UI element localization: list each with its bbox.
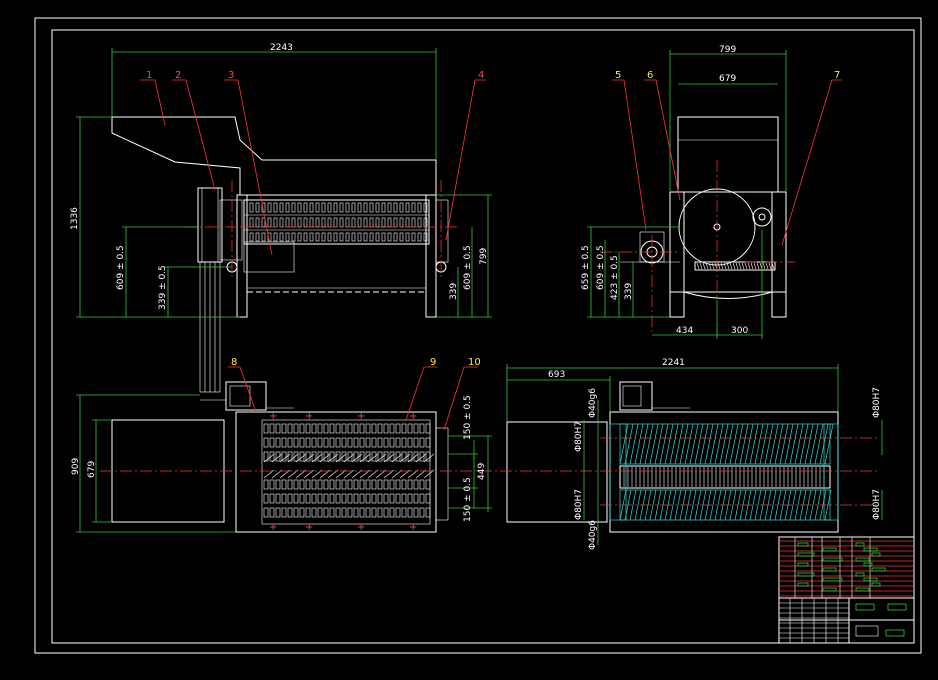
dim-side-659: 659 ± 0.5 bbox=[581, 245, 591, 290]
label-7: 7 bbox=[834, 70, 840, 81]
label-2: 2 bbox=[175, 70, 181, 81]
svg-text:+: + bbox=[269, 522, 277, 533]
sheet-inner-border bbox=[51, 29, 915, 644]
label-6: 6 bbox=[647, 70, 653, 81]
dim-sec-r80a: Φ80H7 bbox=[872, 387, 882, 418]
dim-side-609: 609 ± 0.5 bbox=[596, 245, 606, 290]
dim-side-423: 423 ± 0.5 bbox=[610, 255, 620, 300]
title-block bbox=[778, 536, 915, 644]
label-9: 9 bbox=[430, 357, 436, 368]
dim-sec-d80b: Φ80H7 bbox=[574, 489, 584, 520]
dim-front-609-left: 609 ± 0.5 bbox=[116, 245, 126, 290]
dim-sec-d40a: Φ40g6 bbox=[588, 388, 598, 418]
dim-front-height: 1336 bbox=[70, 207, 80, 230]
dim-side-339: 339 bbox=[624, 283, 634, 300]
dim-side-434: 434 bbox=[676, 326, 693, 336]
side-view: 799 679 659 ± 0.5 609 ± 0.5 423 ± 0.5 33… bbox=[581, 45, 795, 339]
dim-front-799: 799 bbox=[479, 248, 489, 265]
dim-sec-r80b: Φ80H7 bbox=[872, 489, 882, 520]
label-8: 8 bbox=[231, 357, 237, 368]
label-3: 3 bbox=[228, 70, 234, 81]
section-view: 2241 693 Φ40g6 Φ80H7 Φ80H7 Φ40g6 Φ80H7 Φ… bbox=[500, 358, 883, 550]
leaders-plan: 8 9 10 bbox=[228, 357, 481, 431]
dim-plan-150a: 150 ± 0.5 bbox=[463, 395, 473, 440]
dim-front-width: 2243 bbox=[270, 43, 293, 53]
dim-plan-150b: 150 ± 0.5 bbox=[463, 477, 473, 522]
dim-sec-2241: 2241 bbox=[662, 358, 685, 368]
svg-text:+: + bbox=[409, 411, 417, 422]
label-4: 4 bbox=[478, 70, 484, 81]
leaders-side: 5 6 7 bbox=[612, 70, 842, 246]
sheet-outer-border bbox=[34, 17, 922, 654]
dim-front-609-right: 609 ± 0.5 bbox=[463, 245, 473, 290]
label-1: 1 bbox=[146, 70, 152, 81]
dim-plan-449: 449 bbox=[477, 463, 487, 480]
plan-view: + + + + + + + + 909 679 150 ± 0.5 449 150 ± 0.5 bbox=[71, 381, 500, 533]
dim-front-339-right: 339 bbox=[449, 283, 459, 300]
dim-side-300: 300 bbox=[731, 326, 748, 336]
dim-front-339-left: 339 ± 0.5 bbox=[158, 265, 168, 310]
svg-text:+: + bbox=[269, 411, 277, 422]
dim-sec-d80a: Φ80H7 bbox=[574, 421, 584, 452]
dim-plan-679: 679 bbox=[87, 461, 97, 478]
svg-text:+: + bbox=[305, 411, 313, 422]
dim-plan-909: 909 bbox=[71, 458, 81, 475]
label-5: 5 bbox=[615, 70, 621, 81]
dim-side-679: 679 bbox=[719, 74, 736, 84]
dim-side-799: 799 bbox=[719, 45, 736, 55]
side-spring bbox=[696, 262, 775, 270]
label-10: 10 bbox=[468, 357, 481, 368]
front-view: 2243 1336 609 ± 0.5 339 ± 0.5 339 609 ± … bbox=[70, 43, 492, 393]
svg-text:+: + bbox=[409, 522, 417, 533]
svg-text:+: + bbox=[305, 522, 313, 533]
leaders-front: 1 2 3 4 bbox=[140, 70, 486, 256]
front-roller-teeth bbox=[249, 202, 428, 242]
plan-roller-rows: + + + + + + + + bbox=[263, 411, 435, 533]
dim-sec-d40b: Φ40g6 bbox=[588, 520, 598, 550]
svg-text:+: + bbox=[357, 522, 365, 533]
svg-text:+: + bbox=[357, 411, 365, 422]
section-hatching bbox=[619, 423, 834, 521]
dim-sec-693: 693 bbox=[548, 370, 565, 380]
